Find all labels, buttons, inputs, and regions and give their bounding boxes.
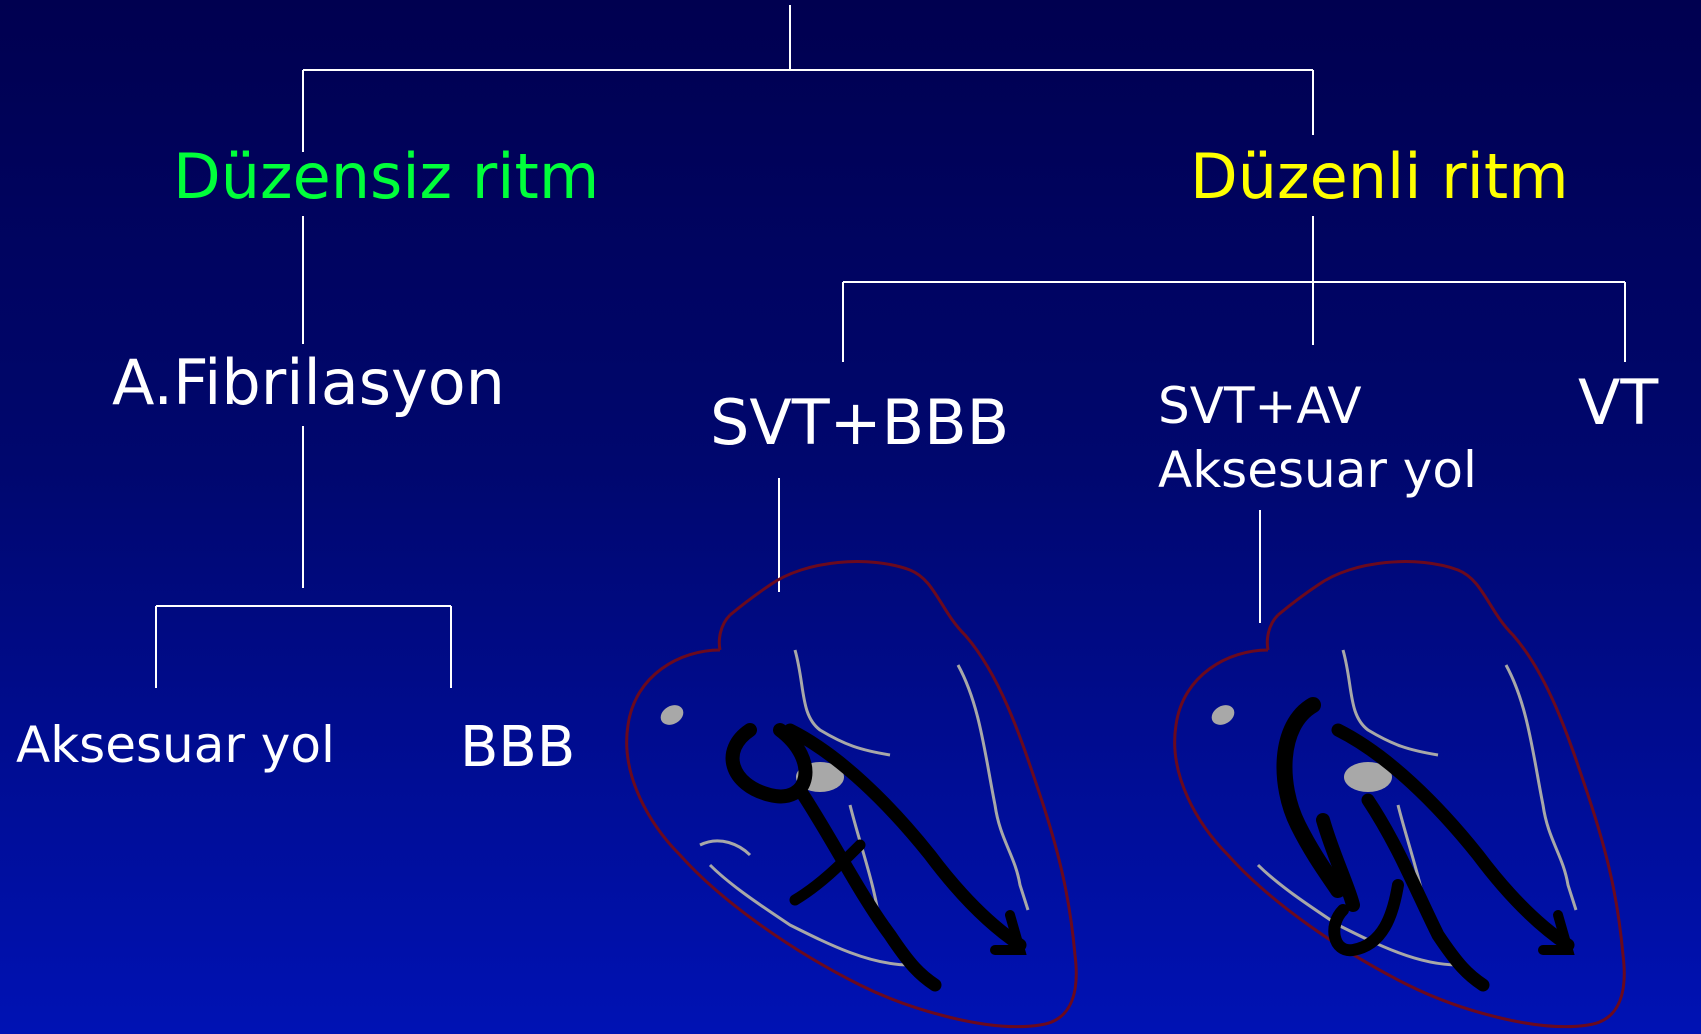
afib-bbb-label: BBB — [460, 715, 576, 780]
vt-label: VT — [1578, 366, 1659, 439]
heart-outline-inner-lobe — [717, 613, 732, 651]
heart-outline — [1173, 560, 1626, 1029]
sinus-node — [1211, 705, 1235, 725]
accessory-pathway — [1276, 697, 1346, 898]
vessel-septum — [793, 649, 891, 757]
ventricle-hook — [1328, 879, 1404, 957]
svt-av-line-1: SVT+AV — [1158, 377, 1362, 435]
vessel-left — [1504, 664, 1578, 911]
bundle-cross — [789, 839, 866, 906]
accessory-pathway-lower — [1316, 813, 1360, 912]
svt-av-label: SVT+AV Aksesuar yol — [1158, 374, 1477, 502]
heart-outline — [625, 560, 1078, 1029]
svt-bbb-label: SVT+BBB — [710, 386, 1010, 459]
svt-av-line-2: Aksesuar yol — [1158, 441, 1477, 499]
heart-diagram-bbb-icon — [625, 560, 1078, 1029]
his-bundle — [725, 723, 813, 804]
vessel-septum — [1341, 649, 1439, 757]
afib-label: A.Fibrilasyon — [112, 346, 505, 419]
av-node — [1344, 762, 1392, 792]
afib-accessory-label: Aksesuar yol — [16, 716, 335, 774]
left-apex-branch — [1538, 910, 1575, 955]
left-apex-branch — [990, 910, 1027, 955]
vessel-right-outer — [708, 863, 911, 967]
vessel-left — [956, 664, 1030, 911]
vessel-right-inner — [699, 839, 752, 857]
heart-outline-inner-lobe — [1265, 613, 1280, 651]
right-bundle-branch — [793, 783, 942, 992]
regular-rhythm-label: Düzenli ritm — [1190, 140, 1569, 213]
right-bundle-branch — [1361, 793, 1490, 992]
irregular-rhythm-label: Düzensiz ritm — [173, 140, 600, 213]
left-bundle-branch — [783, 723, 1027, 952]
heart-diagram-accessory-pathway-icon — [1173, 560, 1626, 1029]
sinus-node — [660, 705, 684, 725]
left-bundle-branch — [1331, 723, 1575, 952]
